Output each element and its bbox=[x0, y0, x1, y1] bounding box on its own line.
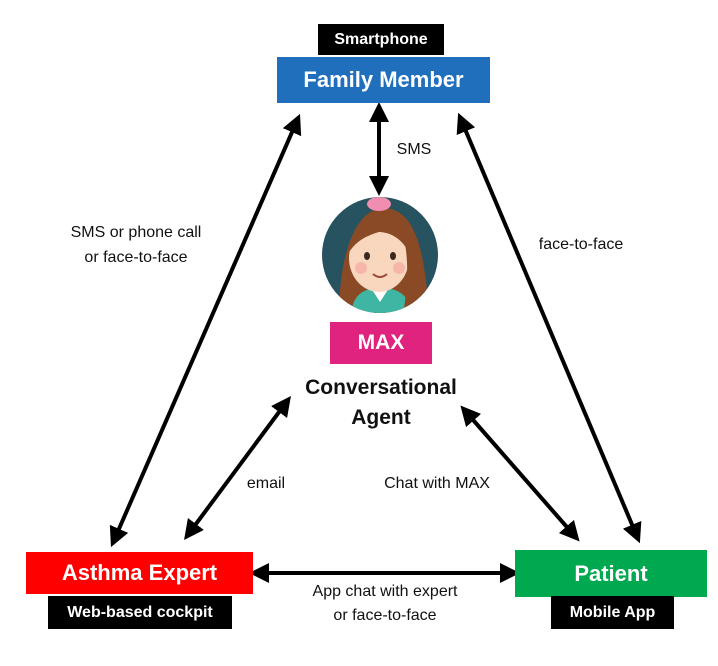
label-family-expert-line2: or face-to-face bbox=[84, 249, 188, 266]
arrow-family-expert bbox=[109, 113, 302, 548]
family-device-tag: Smartphone bbox=[318, 24, 444, 55]
label-agent-patient: Chat with MAX bbox=[384, 475, 490, 492]
arrow-family-patient bbox=[456, 112, 642, 544]
arrow-agent-expert bbox=[184, 395, 291, 541]
label-expert-patient-line1: App chat with expert bbox=[312, 583, 458, 600]
agent-title-line2: Agent bbox=[351, 406, 411, 429]
asthma-expert-box: Asthma Expert bbox=[26, 552, 253, 594]
label-family-patient: face-to-face bbox=[538, 236, 624, 253]
label-family-agent: SMS bbox=[396, 141, 432, 158]
expert-platform-tag: Web-based cockpit bbox=[48, 596, 232, 629]
max-avatar bbox=[322, 197, 438, 313]
patient-box: Patient bbox=[515, 550, 707, 597]
agent-title-line1: Conversational bbox=[305, 376, 457, 399]
family-member-box: Family Member bbox=[277, 57, 490, 103]
label-expert-patient-line2: or face-to-face bbox=[333, 607, 437, 624]
arrow-agent-patient bbox=[460, 405, 580, 542]
label-family-expert-line1: SMS or phone call bbox=[70, 224, 202, 241]
max-badge: MAX bbox=[330, 322, 432, 364]
label-agent-expert: email bbox=[246, 475, 286, 492]
patient-platform-tag: Mobile App bbox=[551, 596, 674, 629]
